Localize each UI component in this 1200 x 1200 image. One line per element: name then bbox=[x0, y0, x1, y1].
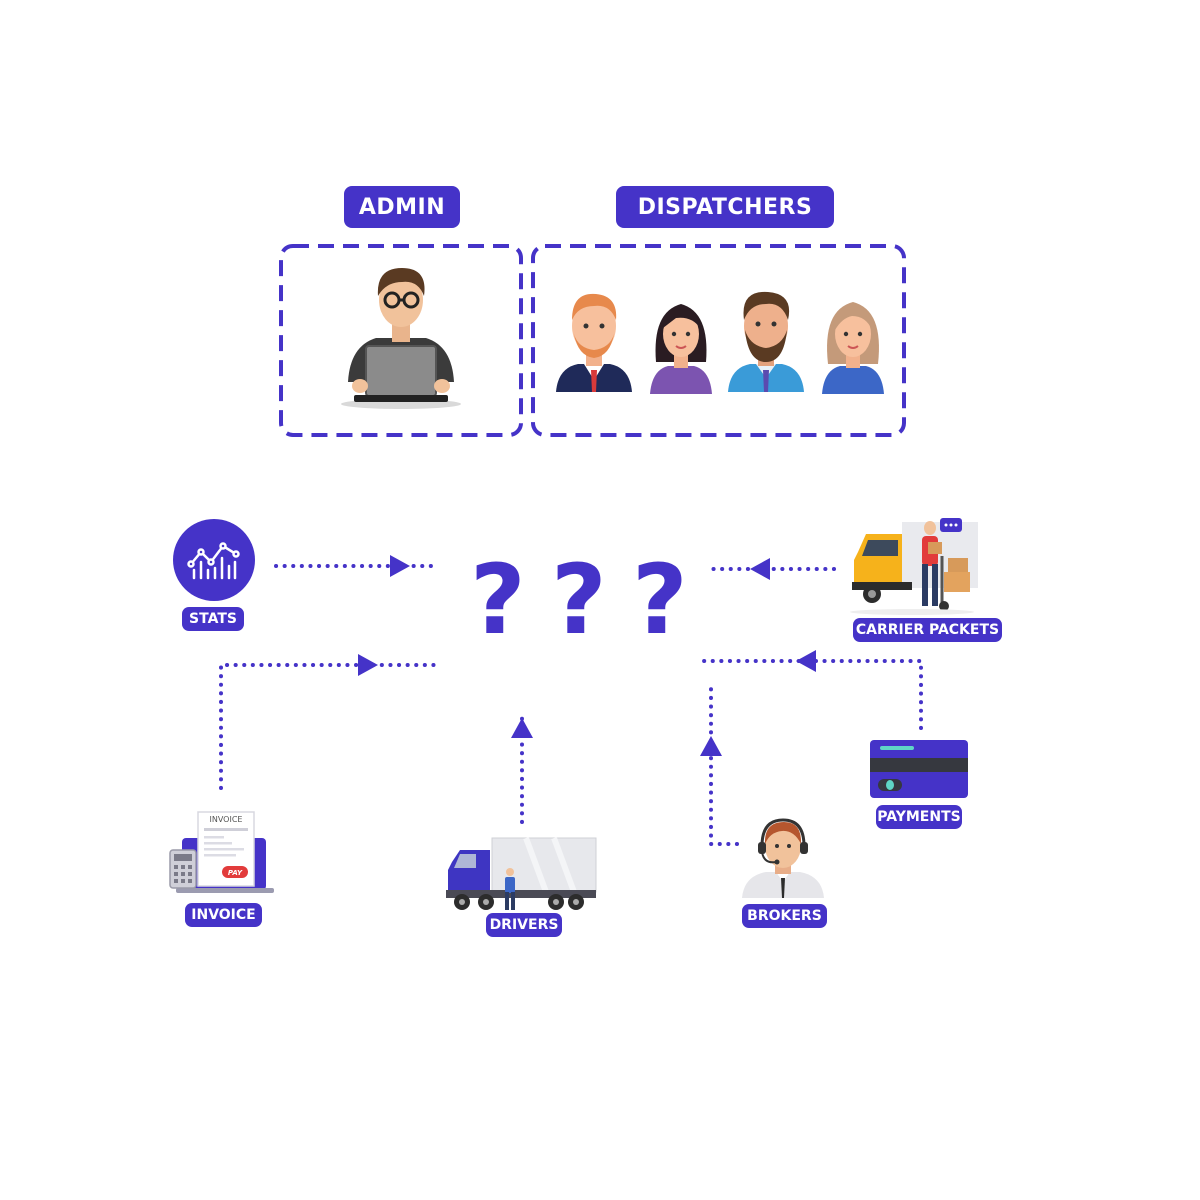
invoice-icon: INVOICE PAY bbox=[169, 811, 274, 893]
dispatcher-woman-1-icon bbox=[650, 304, 712, 394]
dispatcher-man-1-icon bbox=[556, 293, 632, 392]
delivery-truck-icon bbox=[850, 518, 978, 615]
payments-label: PAYMENTS bbox=[876, 805, 962, 829]
admin-person-icon bbox=[341, 268, 461, 409]
stats-label: STATS bbox=[182, 607, 244, 631]
dispatchers-label: DISPATCHERS bbox=[616, 186, 834, 228]
dispatcher-man-2-icon bbox=[728, 291, 804, 392]
question-mark-2: ? bbox=[551, 544, 607, 656]
admin-frame bbox=[279, 244, 523, 437]
drivers-label: DRIVERS bbox=[486, 913, 562, 937]
question-mark-1: ? bbox=[470, 544, 526, 656]
invoice-label: INVOICE bbox=[185, 903, 262, 927]
stats-icon bbox=[173, 519, 255, 601]
arrow-left-payments bbox=[796, 650, 816, 672]
admin-label: ADMIN bbox=[344, 186, 460, 228]
invoice-doc-title: INVOICE bbox=[210, 815, 243, 824]
carrier-packets-label: CARRIER PACKETS bbox=[853, 618, 1002, 642]
arrow-right-stats bbox=[390, 555, 410, 577]
arrow-right-invoice bbox=[358, 654, 378, 676]
dispatcher-woman-2-icon bbox=[822, 302, 884, 394]
question-mark-3: ? bbox=[632, 544, 688, 656]
headset-agent-icon bbox=[742, 818, 824, 898]
brokers-connector bbox=[709, 686, 739, 846]
arrow-up-drivers bbox=[511, 718, 533, 738]
brokers-label: BROKERS bbox=[742, 904, 827, 928]
arrow-up-brokers bbox=[700, 736, 722, 756]
invoice-connector bbox=[219, 663, 440, 790]
arrow-left-carrier-packets bbox=[750, 558, 770, 580]
credit-card-icon bbox=[870, 740, 968, 798]
semi-truck-icon bbox=[446, 836, 597, 910]
payments-connector bbox=[695, 659, 923, 730]
pay-badge: PAY bbox=[228, 869, 243, 877]
